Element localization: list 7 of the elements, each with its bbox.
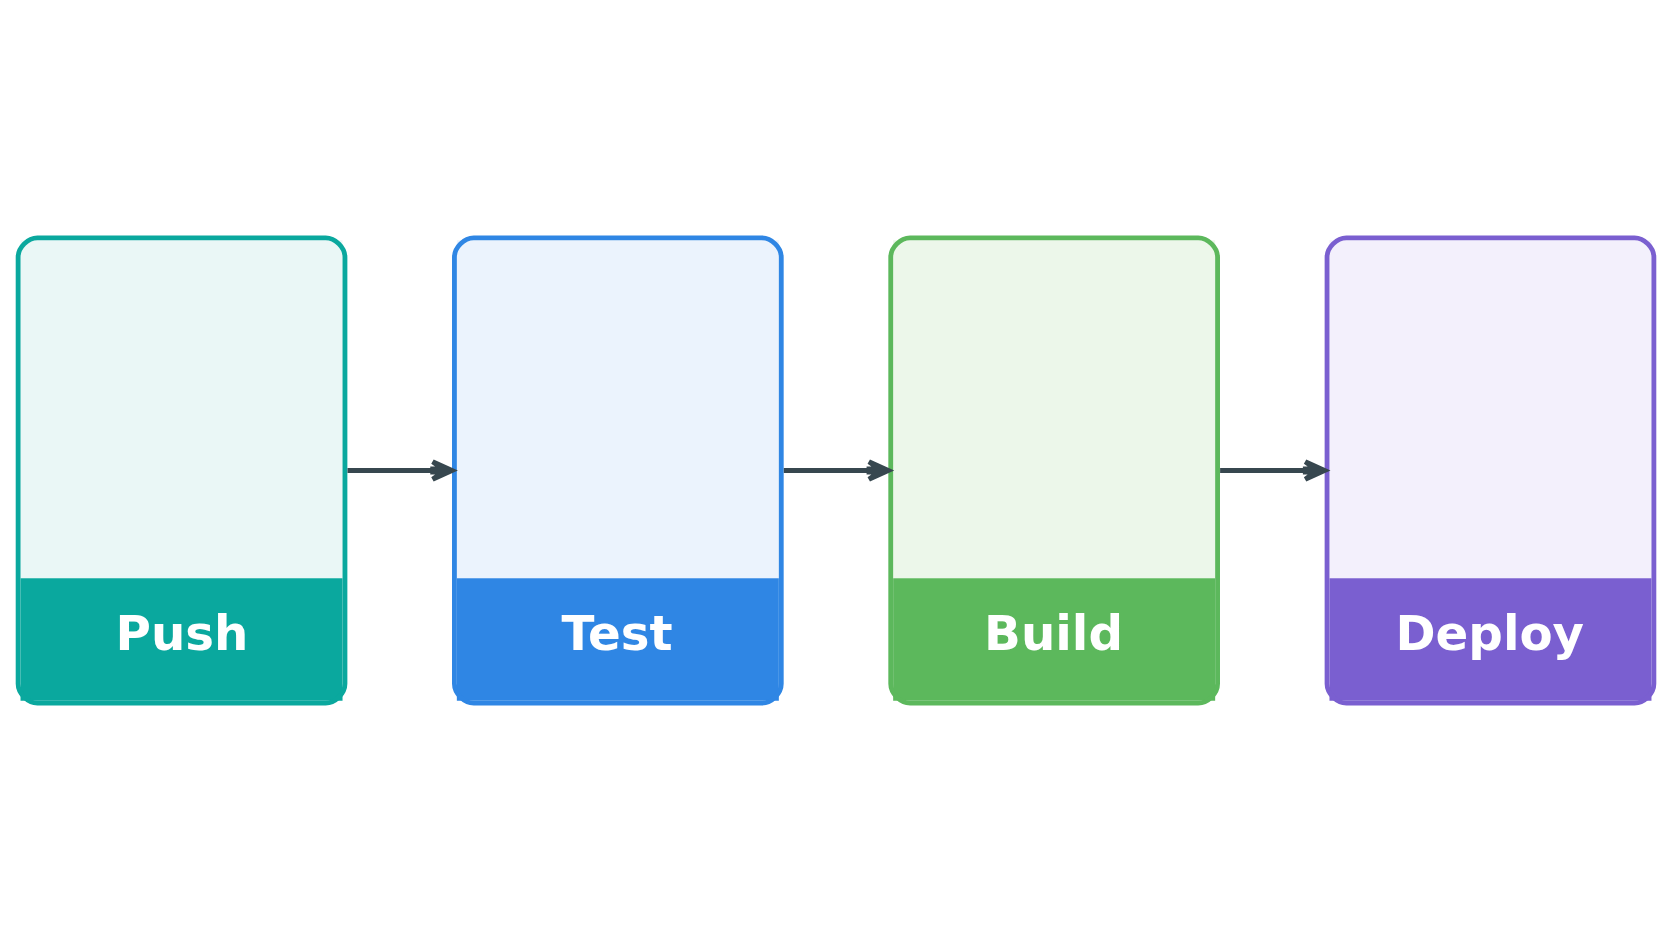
- node-box: Push: [15, 235, 348, 706]
- node-box: Build: [888, 235, 1220, 706]
- arrow: [783, 459, 891, 482]
- node-box: Deploy: [1324, 235, 1657, 706]
- arrow: [1220, 459, 1328, 482]
- arrow: [347, 459, 455, 482]
- node-box: Test: [452, 235, 784, 706]
